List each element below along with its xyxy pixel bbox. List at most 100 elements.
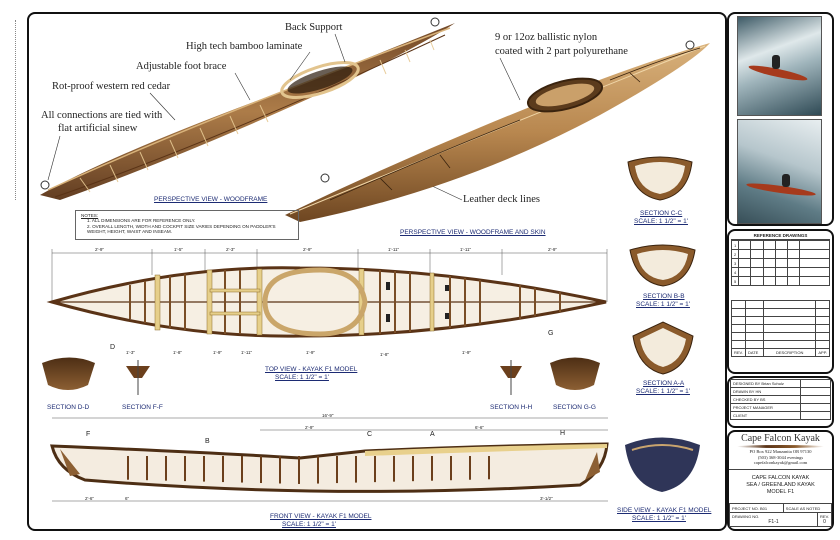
label-top-view: TOP VIEW - KAYAK F1 MODEL [265,366,358,373]
ref-row: 3 [730,258,740,268]
section-gg-drawing [550,357,600,390]
section-hh-drawing [500,360,522,395]
label-section-ff: SECTION F-F [122,404,163,411]
photo-panel [727,12,834,226]
company-phone: (503) 368-3044 evenings [757,454,804,460]
project-no-label: PROJECT NO. [732,505,759,511]
project-no: B01 [759,505,768,511]
rev-header: REV. [731,348,746,357]
section-aa-drawing [632,321,694,375]
company-address: PO Box 922 Manzanita OR 97130 [749,449,812,454]
callout-foot-brace: Adjustable foot brace [136,61,227,72]
top-width-0: 1'-3" [126,350,135,355]
callout-leaders [47,33,521,201]
scale-label: SCALE [785,505,799,511]
top-dim-0: 2'-9" [95,247,104,252]
top-width-3: 1'-11" [241,350,253,355]
front-dim-cockpit: 2'-9" [305,425,314,430]
label-section-aa-scale: SCALE: 1 1/2" = 1' [636,388,690,395]
front-dim-stern: 3'-1/2" [540,496,553,501]
ref-row: 4 [730,267,740,277]
rev-label: REV. [820,514,829,519]
callout-cedar: Rot-proof western red cedar [52,81,171,92]
title-block-content: Cape Falcon Kayak PO Box 922 Manzanita O… [729,433,832,496]
reference-drawings-title: REFERENCE DRAWINGS [731,233,830,240]
label-section-bb: SECTION B-B [643,293,685,300]
title-block-fields: PROJECT NO. B01 SCALE AS NOTED DRAWING N… [728,503,833,527]
callout-back-support: Back Support [285,22,343,33]
top-width-6: 1'-9" [462,350,471,355]
ref-row: 5 [730,276,740,286]
callout-deck-lines: Leather deck lines [463,194,540,205]
section-marker-c: C [367,431,373,438]
scale-value: AS NOTED [799,505,821,511]
callout-nylon-1: 9 or 12oz ballistic nylon [495,32,598,43]
date-header: DATE [744,348,764,357]
notes-box: NOTES: 1. ALL DIMENSIONS ARE FOR REFEREN… [75,210,299,240]
callout-sinew-1: All connections are tied with [41,110,163,121]
section-marker-g: G [548,330,554,337]
checked-by-label: CHECKED BY [733,397,759,402]
label-top-view-scale: SCALE: 1 1/2" = 1' [275,374,329,381]
top-dim-1: 1'-5" [174,247,183,252]
drawing-canvas [40,17,710,502]
label-section-gg: SECTION G-G [553,404,596,411]
photo-paddler-wave-2 [737,119,822,224]
revision-table: REV. DATE DESCRIPTION APP. [731,300,830,357]
signoff-panel [727,376,834,428]
section-bb-drawing [629,244,696,287]
rev-value: 0 [823,519,826,525]
label-front-view: FRONT VIEW - KAYAK F1 MODEL [270,513,372,520]
callout-sinew-2: flat artificial sinew [58,123,138,134]
designed-by-label: DESIGNED BY [733,381,761,386]
label-section-cc: SECTION C-C [640,210,683,217]
client-label: CLIENT [730,411,801,420]
top-width-5: 1'-8" [380,352,389,357]
photo-paddler-wave-1 [737,16,822,116]
front-dim-overall: 16'-9" [322,413,334,418]
description-header: DESCRIPTION [762,348,817,357]
project-manager-label: PROJECT MANAGER [730,403,801,412]
company-email: capefalconkayak@gmail.com [753,460,808,465]
label-section-cc-scale: SCALE: 1 1/2" = 1' [634,218,688,225]
title-block [727,430,834,531]
checked-by-value: BS [760,397,766,402]
note-1: 1. ALL DIMENSIONS ARE FOR REFERENCE ONLY… [87,218,196,224]
top-dim-5: 1'-11" [460,247,472,252]
side-view-drawing [625,437,700,492]
label-perspective-woodframe: PERSPECTIVE VIEW - WOODFRAME [154,196,268,203]
label-perspective-skin: PERSPECTIVE VIEW - WOODFRAME AND SKIN [400,229,546,236]
ref-row: 1 [730,240,740,250]
label-section-aa: SECTION A-A [643,380,685,387]
company-logo-stroke [737,445,824,448]
top-dim-3: 2'-9" [303,247,312,252]
front-dim-bow: 2'-6" [85,496,94,501]
label-front-view-scale: SCALE: 1 1/2" = 1' [282,521,336,528]
signoff-table: DESIGNED BY Brian Schulz DRAWN BY HN CHE… [730,379,831,420]
front-dim-rib-spacing: 6" [125,496,130,501]
app-header: APP. [815,348,830,357]
section-marker-h: H [560,430,566,437]
top-dim-2: 2'-3" [226,247,235,252]
perspective-skin [285,40,710,222]
label-section-bb-scale: SCALE: 1 1/2" = 1' [636,301,690,308]
margin-strip [15,20,22,200]
notes-title: NOTES: [81,213,99,218]
section-marker-a: A [430,431,435,438]
top-view-drawing [46,249,608,338]
section-dd-drawing [42,357,95,390]
company-name: Cape Falcon Kayak [741,433,820,444]
top-dim-6: 2'-9" [548,247,557,252]
drawn-by-label: DRAWN BY [733,389,755,394]
top-width-4: 1'-9" [306,350,315,355]
section-marker-f: F [86,431,91,438]
drawing-no: F1-1 [768,519,779,525]
front-view-drawing [50,417,609,502]
label-section-hh: SECTION H-H [490,404,533,411]
label-side-view-scale: SCALE: 1 1/2" = 1' [632,515,686,522]
top-width-1: 1'-8" [173,350,182,355]
perspective-woodframe [40,17,455,200]
designed-by-value: Brian Schulz [761,381,784,386]
top-dim-4: 1'-11" [388,247,400,252]
reference-drawings-table: REFERENCE DRAWINGS 1 2 3 4 5 REV. DATE D… [730,233,830,357]
